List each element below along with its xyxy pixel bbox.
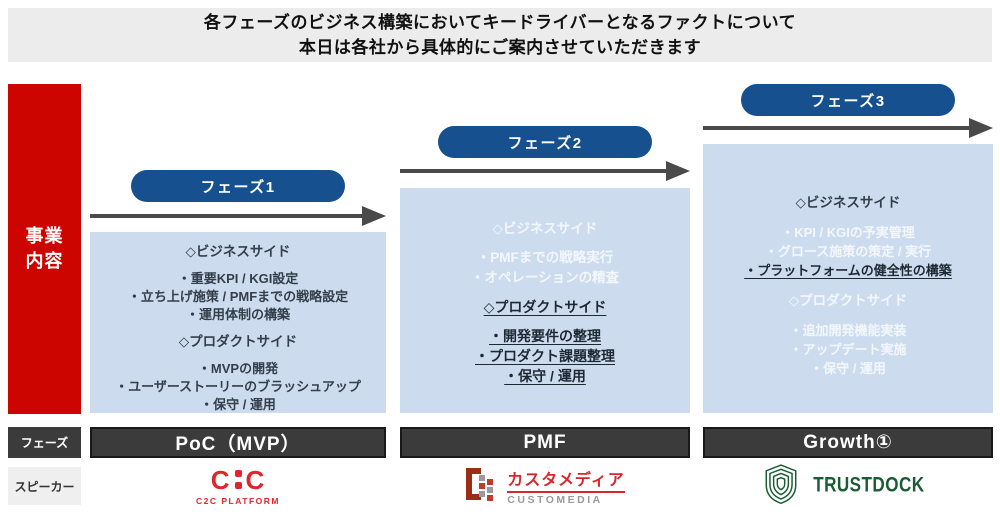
customedia-logo: カスタメディア CUSTOMEDIA bbox=[400, 462, 690, 510]
list-item: ・運用体制の構築 bbox=[185, 307, 290, 322]
header-banner: 各フェーズのビジネス構築においてキードライバーとなるファクトについて 本日は各社… bbox=[8, 8, 992, 62]
list-item: ・保守 / 運用 bbox=[504, 368, 586, 384]
arrow-head bbox=[666, 161, 690, 181]
phase1-stage-bar: PoC（MVP） bbox=[90, 427, 386, 458]
phase3-arrow-icon bbox=[703, 118, 993, 138]
sidebar-label-line2: 内容 bbox=[25, 251, 64, 271]
trustdock-shield-icon bbox=[765, 463, 797, 509]
list-item: ・オペレーションの精査 bbox=[470, 270, 620, 285]
arrow-head bbox=[969, 118, 993, 138]
list-item: ・MVPの開発 bbox=[197, 361, 279, 376]
section-heading: ◇プロダクトサイド bbox=[178, 334, 298, 349]
c2c-letter-left: C bbox=[210, 464, 231, 495]
list-item: ・保守 / 運用 bbox=[810, 361, 886, 376]
phase2-stage-bar: PMF bbox=[400, 427, 690, 458]
arrow-shaft bbox=[400, 169, 670, 173]
list-item: ・アップデート実施 bbox=[789, 342, 907, 357]
list-item: ・プラットフォームの健全性の構築 bbox=[744, 263, 952, 278]
phase1-panel: ◇ビジネスサイド ・重要KPI / KGI設定 ・立ち上げ施策 / PMFまでの… bbox=[90, 232, 386, 413]
phase-row-label: フェーズ bbox=[8, 427, 81, 458]
section-heading: ◇プロダクトサイド bbox=[788, 293, 908, 308]
section-heading: ◇プロダクトサイド bbox=[483, 299, 607, 315]
phase2-pill: フェーズ2 bbox=[438, 126, 652, 158]
list-item: ・開発要件の整理 bbox=[489, 328, 601, 344]
list-item: ・立ち上げ施策 / PMFまでの戦略設定 bbox=[127, 289, 349, 304]
arrow-shaft bbox=[703, 126, 973, 130]
list-item: ・追加開発機能実装 bbox=[789, 323, 907, 338]
list-item: ・保守 / 運用 bbox=[200, 397, 276, 412]
phase3-stage-bar: Growth① bbox=[703, 427, 993, 458]
section-heading: ◇ビジネスサイド bbox=[795, 195, 901, 210]
customedia-bracket-icon bbox=[465, 467, 499, 506]
header-line2: 本日は各社から具体的にご案内させていただきます bbox=[298, 38, 702, 57]
c2c-letter-right: C bbox=[245, 464, 266, 495]
arrow-head bbox=[362, 206, 386, 226]
trustdock-logo-name: TRUSTDOCK bbox=[813, 473, 925, 498]
section-heading: ◇ビジネスサイド bbox=[492, 221, 598, 236]
phase2-panel: ◇ビジネスサイド ・PMFまでの戦略実行 ・オペレーションの精査 ◇プロダクトサ… bbox=[400, 188, 690, 413]
c2c-logo-name: C2C PLATFORM bbox=[196, 495, 280, 506]
trustdock-logo: TRUSTDOCK bbox=[703, 462, 993, 510]
sidebar-label-line1: 事業 bbox=[25, 226, 64, 246]
speaker-row-label: スピーカー bbox=[8, 467, 81, 505]
phase1-pill: フェーズ1 bbox=[131, 170, 345, 202]
business-content-sidebar: 事業 内容 bbox=[8, 84, 81, 414]
arrow-shaft bbox=[90, 214, 366, 218]
phase3-pill: フェーズ3 bbox=[741, 84, 955, 116]
section-heading: ◇ビジネスサイド bbox=[185, 244, 291, 259]
phase3-panel: ◇ビジネスサイド ・KPI / KGIの予実管理 ・グロース施策の策定 / 実行… bbox=[703, 144, 993, 413]
customedia-logo-jp: カスタメディア bbox=[507, 466, 625, 493]
list-item: ・PMFまでの戦略実行 bbox=[476, 250, 614, 265]
list-item: ・プロダクト課題整理 bbox=[475, 348, 615, 364]
list-item: ・グロース施策の策定 / 実行 bbox=[764, 244, 932, 259]
c2c-colon-icon bbox=[234, 470, 242, 489]
phase2-arrow-icon bbox=[400, 161, 690, 181]
list-item: ・ユーザーストーリーのブラッシュアップ bbox=[115, 379, 361, 394]
c2c-logo-mark: C C bbox=[211, 467, 266, 493]
c2c-logo: C C C2C PLATFORM bbox=[90, 462, 386, 510]
customedia-logo-en: CUSTOMEDIA bbox=[507, 494, 603, 506]
list-item: ・重要KPI / KGI設定 bbox=[177, 271, 299, 286]
list-item: ・KPI / KGIの予実管理 bbox=[781, 225, 915, 240]
header-line1: 各フェーズのビジネス構築においてキードライバーとなるファクトについて bbox=[203, 13, 797, 32]
phase1-arrow-icon bbox=[90, 206, 386, 226]
